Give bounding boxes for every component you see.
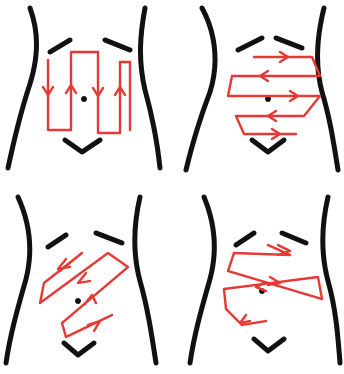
torso-right-side (323, 197, 340, 363)
panel-diagonal-zigzag-right (172, 187, 344, 374)
pelvis-v-line (252, 140, 284, 152)
panel-diagonal-zigzag-left (0, 187, 172, 374)
massage-path-icon (43, 52, 130, 133)
massage-path-icon (224, 245, 322, 325)
torso-left-side (6, 197, 30, 363)
navel-dot-icon (75, 298, 81, 304)
right-rib-line (282, 233, 306, 243)
navel-dot-icon (81, 96, 87, 102)
right-rib-line (96, 233, 122, 243)
direction-arrow-icon (240, 315, 250, 323)
left-rib-line (238, 38, 262, 50)
torso-left-side (190, 197, 214, 363)
panel-horizontal-zigzag (172, 0, 344, 187)
massage-path-line (228, 57, 320, 134)
massage-path-icon (228, 52, 320, 139)
left-rib-line (48, 235, 66, 247)
torso-left-side (186, 8, 215, 170)
pelvis-v-line (65, 140, 100, 152)
massage-path-line (40, 253, 128, 337)
right-rib-line (276, 38, 302, 48)
right-rib-line (105, 40, 130, 50)
massage-path-icon (40, 253, 128, 337)
left-rib-line (50, 40, 70, 52)
torso-left-side (8, 8, 37, 168)
pelvis-v-line (64, 343, 94, 355)
torso-outline-icon (8, 8, 160, 168)
torso-right-side (140, 8, 160, 168)
torso-outline-icon (186, 8, 338, 170)
pelvis-v-line (254, 339, 284, 351)
torso-right-side (135, 197, 156, 363)
left-rib-line (236, 233, 254, 245)
direction-arrow-icon (268, 277, 280, 285)
torso-right-side (318, 8, 338, 170)
panel-vertical-zigzag (0, 0, 172, 187)
